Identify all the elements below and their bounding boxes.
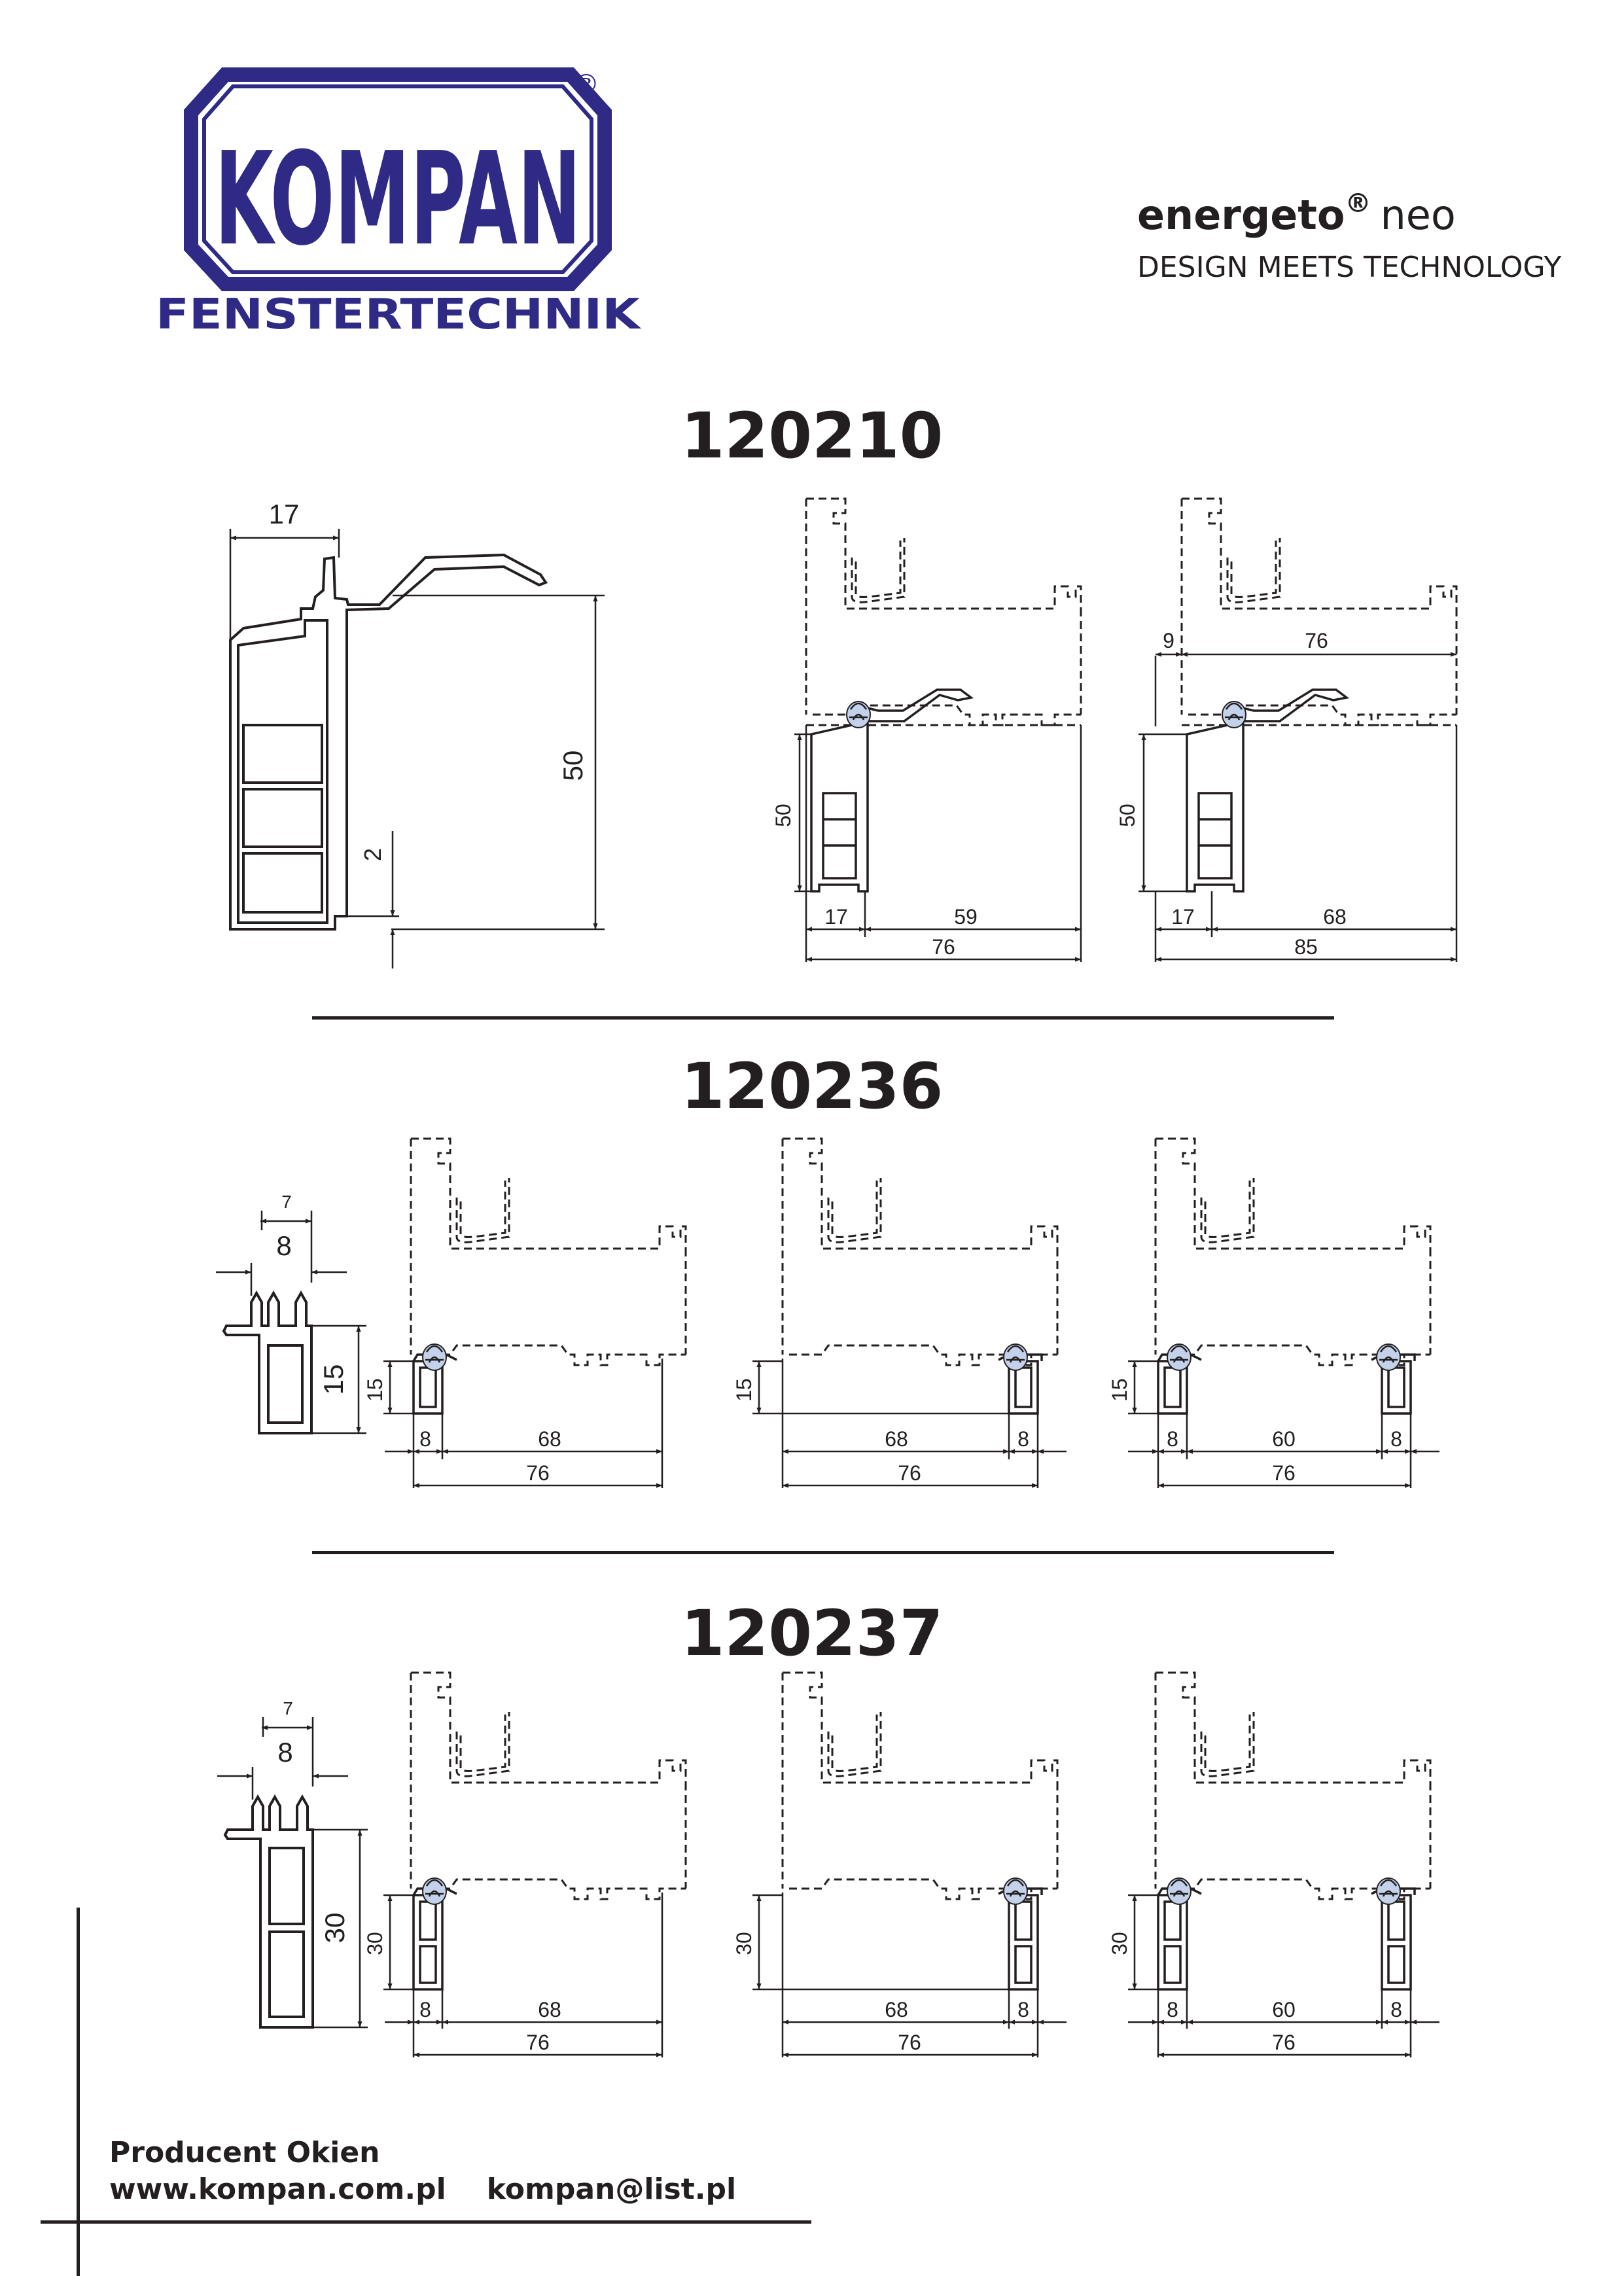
dims-120237-a: [383, 1893, 663, 2057]
dim-120210-main-height: 50: [557, 751, 588, 781]
product-reg-mark: ®: [1345, 188, 1371, 219]
dim-120210-a-w1: 17: [824, 905, 848, 929]
dim-120210-b-width: 85: [1294, 935, 1318, 959]
footer-contact: www.kompan.com.pl kompan@list.pl: [109, 2171, 736, 2208]
section-divider-2: [312, 1551, 1334, 1554]
dim-120237-a-height: 30: [363, 1932, 387, 1955]
assembly-120236-b: [781, 1137, 1059, 1415]
dims-120210-main: [229, 529, 605, 969]
dim-120237-main-top: 7: [283, 1698, 293, 1718]
profile-120237-main: [223, 1794, 314, 2029]
footer-vertical-line: [77, 1908, 80, 2276]
dim-120210-b-w2: 68: [1323, 905, 1347, 929]
dim-120210-a-width: 76: [932, 935, 955, 959]
footer-email-link[interactable]: kompan@list.pl: [486, 2173, 737, 2206]
dims-120236-b: [752, 1359, 1067, 1488]
dim-120237-main-width: 8: [277, 1737, 292, 1768]
dim-120210-main-width: 17: [269, 499, 300, 529]
dim-120237-b-height: 30: [732, 1932, 756, 1955]
logo-badge-outline: [184, 67, 612, 291]
dim-120236-c-w3: 8: [1390, 1427, 1402, 1451]
dims-120237-b: [752, 1893, 1067, 2057]
assembly-120210-a: [805, 497, 1082, 893]
logo-badge-inner: [202, 84, 593, 274]
footer-website-link[interactable]: www.kompan.com.pl: [109, 2173, 446, 2206]
dim-120210-a-height: 50: [771, 804, 795, 827]
dim-120210-b-w1: 17: [1171, 905, 1195, 929]
dim-120210-b-top2: 76: [1305, 629, 1328, 652]
dim-120236-a-width: 76: [526, 1461, 550, 1485]
logo-brand-text: KOMPAN: [215, 125, 581, 274]
section-title-120237: 120237: [680, 1597, 944, 1670]
dim-120236-c-width: 76: [1272, 1461, 1296, 1485]
dim-120210-a-w2: 59: [954, 905, 978, 929]
assembly-120237-b: [781, 1671, 1059, 1991]
dim-120237-c-height: 30: [1108, 1932, 1131, 1955]
dim-120236-main-height: 15: [318, 1364, 349, 1395]
dim-120237-b-width: 76: [898, 2031, 921, 2054]
assembly-120236-c: [1154, 1137, 1432, 1415]
dims-120210-a: [794, 725, 1082, 962]
dims-120210-b: [1139, 652, 1458, 962]
product-header: energeto ® neo DESIGN MEETS TECHNOLOGY: [1137, 188, 1562, 284]
section-divider-1: [312, 1016, 1334, 1020]
dim-120236-a-w2: 68: [538, 1427, 561, 1451]
dim-120237-c-w1: 8: [1167, 1998, 1178, 2021]
assembly-120237-a: [410, 1671, 687, 1991]
assembly-120237-c: [1154, 1671, 1432, 1991]
dim-120237-a-w1: 8: [419, 1998, 431, 2021]
dim-120237-c-width: 76: [1272, 2031, 1296, 2054]
dim-120210-b-top1: 9: [1163, 629, 1174, 652]
dim-120237-c-w2: 60: [1272, 1998, 1296, 2021]
dim-120236-a-w1: 8: [419, 1427, 431, 1451]
dim-120237-c-w3: 8: [1390, 1998, 1402, 2021]
dim-120236-b-height: 15: [732, 1378, 756, 1402]
dim-120236-b-width: 76: [898, 1461, 921, 1485]
footer: Producent Okien www.kompan.com.pl kompan@…: [109, 2135, 736, 2208]
dims-120237-main: [217, 1717, 368, 2029]
dim-120237-a-w2: 68: [538, 1998, 561, 2021]
product-tagline: DESIGN MEETS TECHNOLOGY: [1137, 251, 1562, 284]
dim-120237-main-height: 30: [319, 1913, 350, 1944]
registered-mark: ®: [573, 69, 599, 99]
dim-120236-b-w1: 68: [885, 1427, 908, 1451]
product-name-line: energeto ® neo: [1137, 188, 1561, 239]
dim-120237-a-width: 76: [526, 2031, 550, 2054]
dims-120237-c: [1128, 1894, 1439, 2057]
logo-subtitle: FENSTERTECHNIK: [157, 291, 642, 339]
kompan-logo: KOMPAN ® FENSTERTECHNIK: [157, 67, 642, 339]
dims-120236-c: [1128, 1360, 1439, 1488]
dim-120210-main-gap: 2: [359, 848, 386, 861]
dim-120236-c-height: 15: [1108, 1378, 1131, 1402]
dim-120236-c-w2: 60: [1272, 1427, 1296, 1451]
dim-120210-b-height: 50: [1116, 804, 1139, 827]
dim-120236-c-w1: 8: [1167, 1427, 1178, 1451]
dim-120236-main-top: 7: [281, 1192, 292, 1212]
dim-120236-a-height: 15: [363, 1378, 387, 1402]
section-title-120210: 120210: [680, 399, 944, 472]
product-suffix: neo: [1380, 191, 1456, 239]
assembly-120236-a: [410, 1137, 687, 1415]
dim-120237-b-w1: 68: [885, 1998, 908, 2021]
dims-120236-a: [383, 1359, 663, 1488]
section-title-120236: 120236: [680, 1050, 944, 1123]
footer-producer: Producent Okien: [109, 2136, 380, 2169]
product-name: energeto: [1137, 191, 1345, 239]
dim-120236-main-width: 8: [276, 1230, 291, 1261]
assembly-120210-b: [1180, 497, 1458, 893]
dims-120236-main: [216, 1211, 366, 1434]
dim-120236-b-w2: 8: [1017, 1427, 1029, 1451]
dim-120237-b-w2: 8: [1017, 1998, 1029, 2021]
profile-120210-main: [229, 553, 548, 931]
footer-horizontal-line: [41, 2220, 811, 2224]
profile-120236-main: [222, 1290, 313, 1434]
